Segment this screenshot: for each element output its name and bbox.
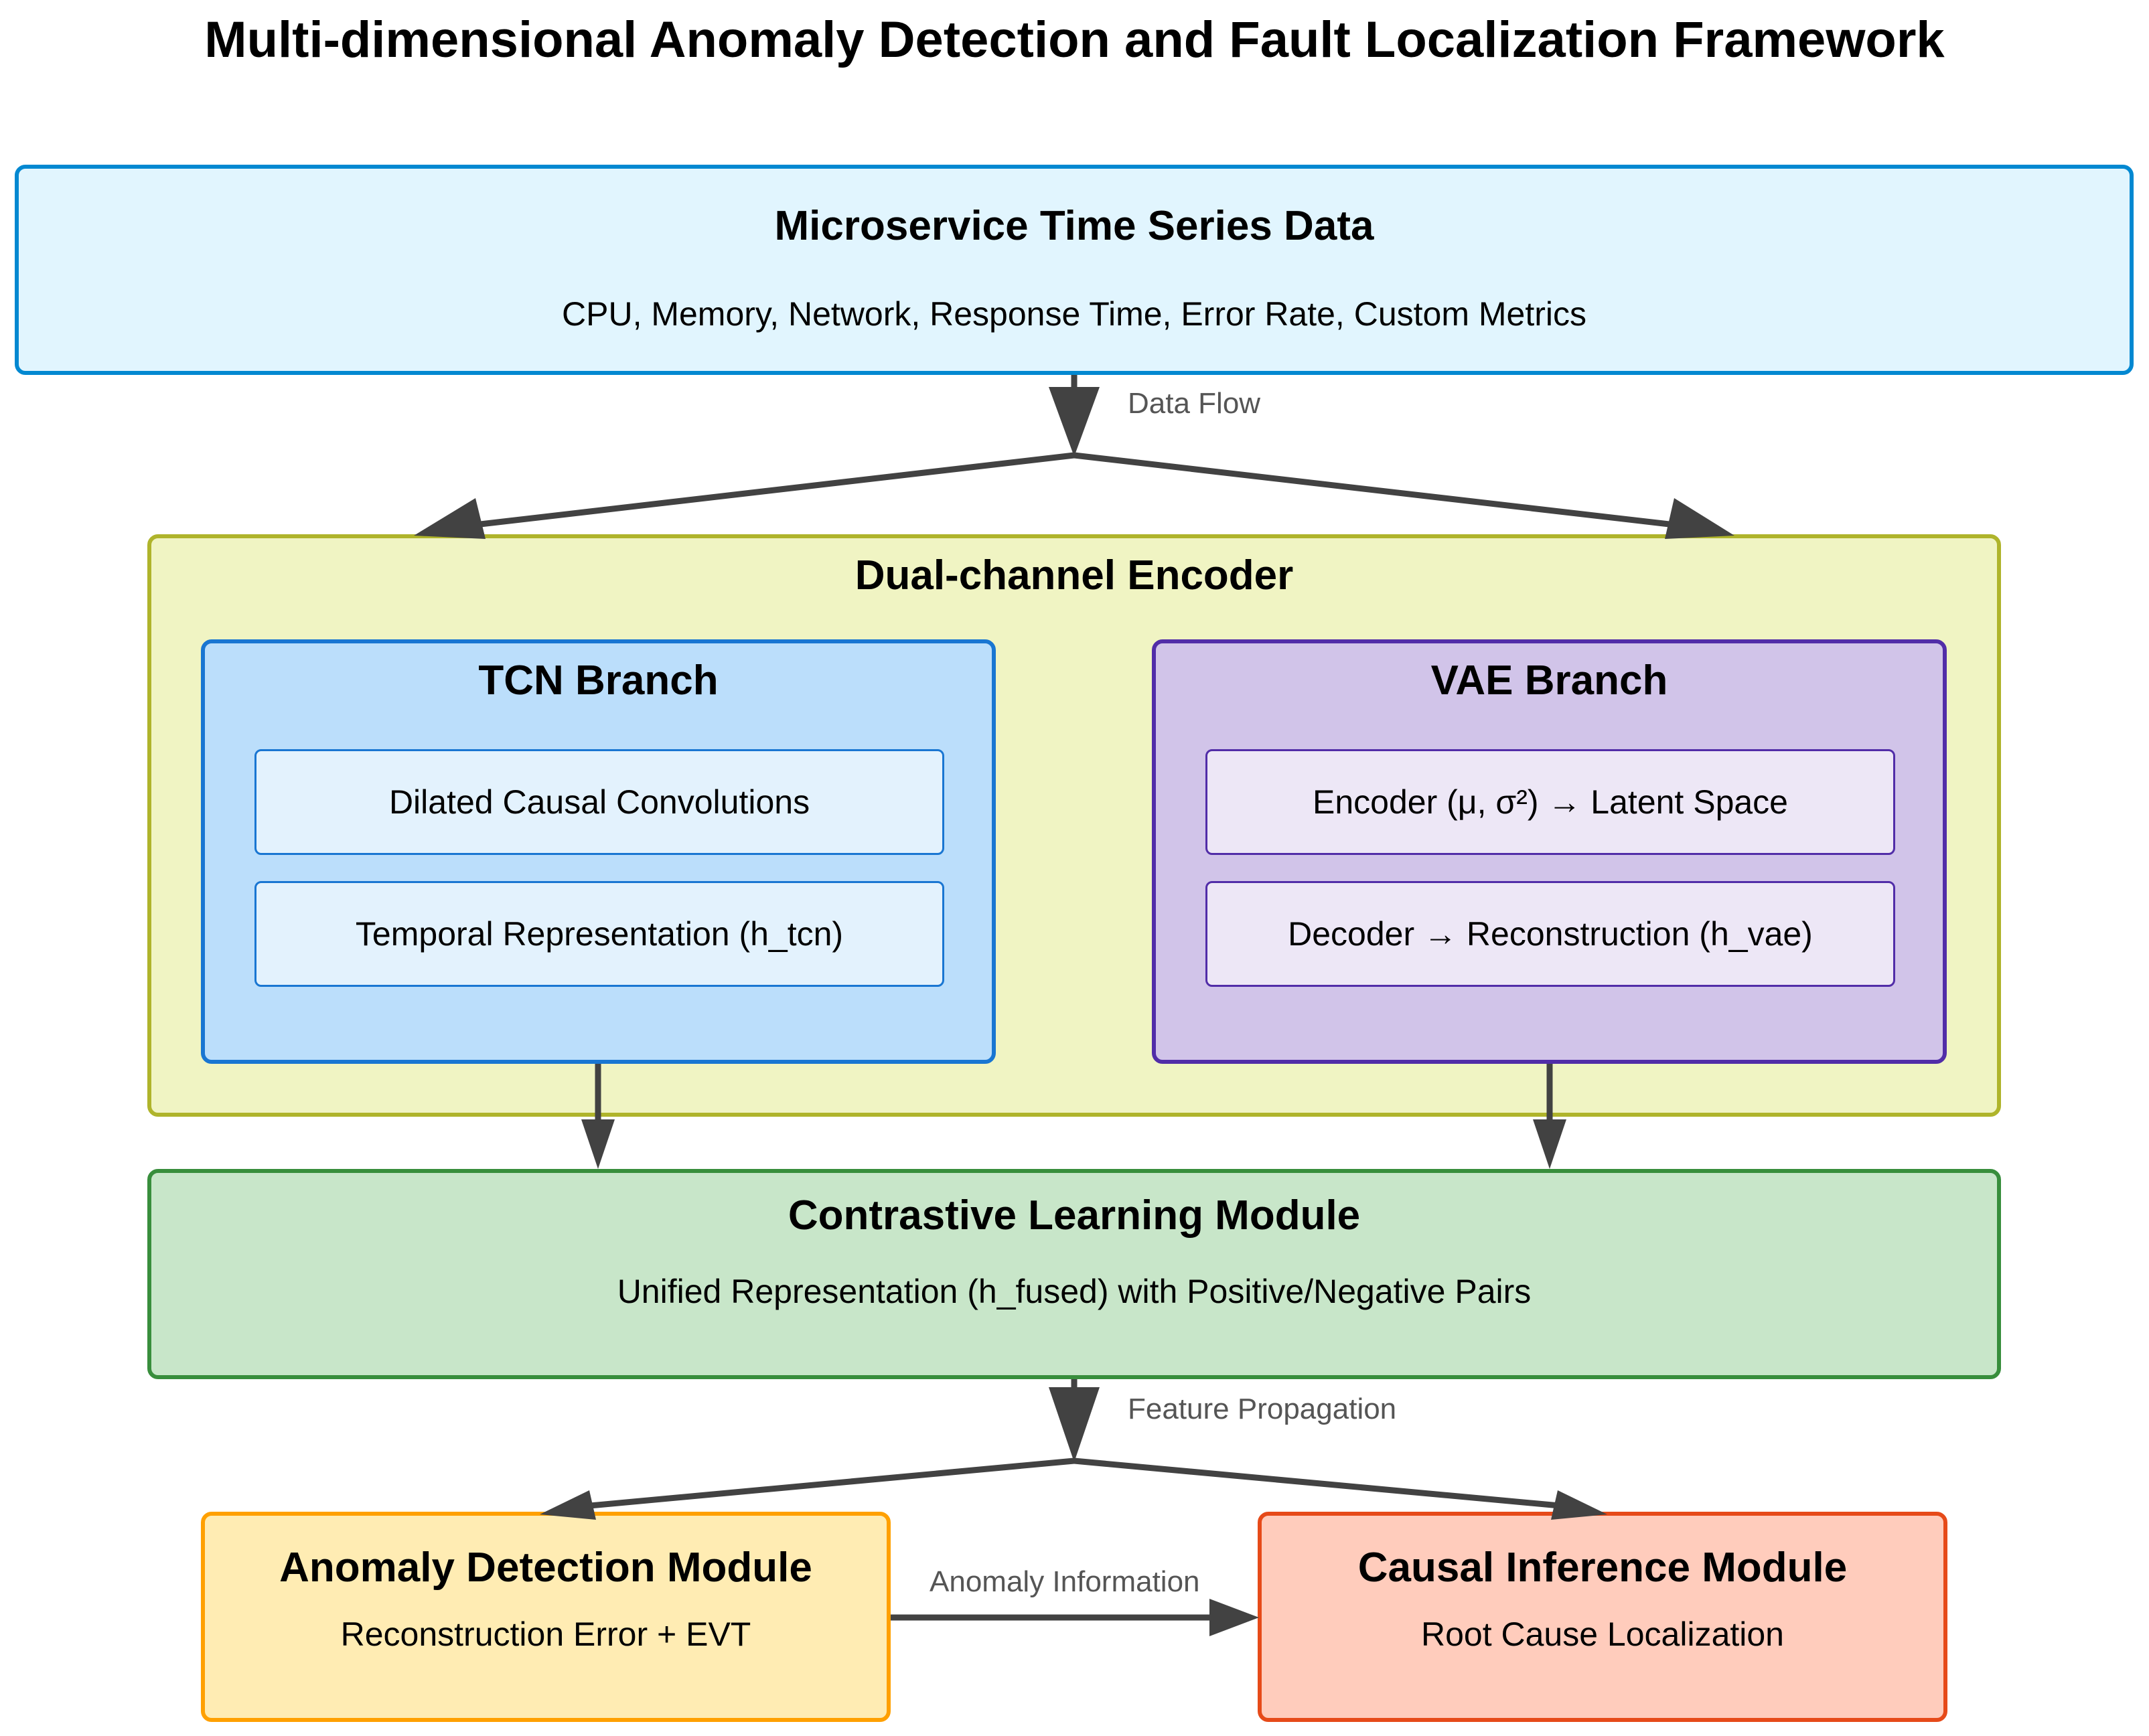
causal-inference-module: Causal Inference Module Root Cause Local… (1258, 1512, 1947, 1722)
diagram-title: Multi-dimensional Anomaly Detection and … (204, 11, 1945, 68)
arrow-split-to-causal (1073, 1457, 1568, 1510)
vae-branch-title: VAE Branch (1430, 657, 1668, 704)
tcn-branch-title: TCN Branch (478, 657, 719, 704)
edge-label-data-flow: Data Flow (1128, 387, 1261, 420)
edge-label-anomaly-information: Anomaly Information (930, 1565, 1200, 1598)
anomaly-title: Anomaly Detection Module (279, 1545, 812, 1591)
arrowhead-tcn-top (414, 498, 486, 539)
arrow-split-to-tcn (468, 452, 1075, 529)
anomaly-detection-module: Anomaly Detection Module Reconstruction … (201, 1512, 891, 1722)
causal-title: Causal Inference Module (1357, 1545, 1848, 1591)
encoder-title: Dual-channel Encoder (855, 552, 1294, 599)
arrowhead-tcn-contrastive (581, 1119, 615, 1169)
contrastive-text: Unified Representation (h_fused) with Po… (617, 1273, 1532, 1310)
arrowhead-feature (1049, 1387, 1100, 1462)
arrow-split-to-vae (1073, 452, 1682, 529)
tcn-item-temporal-repr: Temporal Representation (h_tcn) (254, 881, 944, 987)
arrowhead-data-flow (1049, 387, 1100, 457)
vae-branch: VAE Branch Encoder (μ, σ²) → Latent Spac… (1152, 639, 1947, 1064)
arrowhead-causal-top (1551, 1490, 1607, 1520)
input-data-box: Microservice Time Series Data CPU, Memor… (15, 165, 2134, 375)
contrastive-learning-module: Contrastive Learning Module Unified Repr… (147, 1169, 2001, 1379)
arrowhead-anomaly-causal (1209, 1599, 1259, 1636)
arrowhead-anomaly-top (540, 1490, 596, 1520)
arrowhead-vae-contrastive (1533, 1119, 1566, 1169)
contrastive-title: Contrastive Learning Module (788, 1192, 1361, 1239)
vae-item-encoder: Encoder (μ, σ²) → Latent Space (1205, 749, 1895, 855)
arrowhead-vae-top (1665, 498, 1734, 539)
tcn-branch: TCN Branch Dilated Causal Convolutions T… (201, 639, 996, 1064)
edge-label-feature-propagation: Feature Propagation (1128, 1393, 1397, 1425)
arrow-split-to-anomaly (582, 1457, 1075, 1510)
anomaly-text: Reconstruction Error + EVT (340, 1615, 751, 1653)
input-data-text: CPU, Memory, Network, Response Time, Err… (562, 295, 1586, 333)
input-data-title: Microservice Time Series Data (774, 203, 1374, 249)
causal-text: Root Cause Localization (1421, 1615, 1784, 1653)
tcn-item-dilated-conv: Dilated Causal Convolutions (254, 749, 944, 855)
vae-item-decoder: Decoder → Reconstruction (h_vae) (1205, 881, 1895, 987)
